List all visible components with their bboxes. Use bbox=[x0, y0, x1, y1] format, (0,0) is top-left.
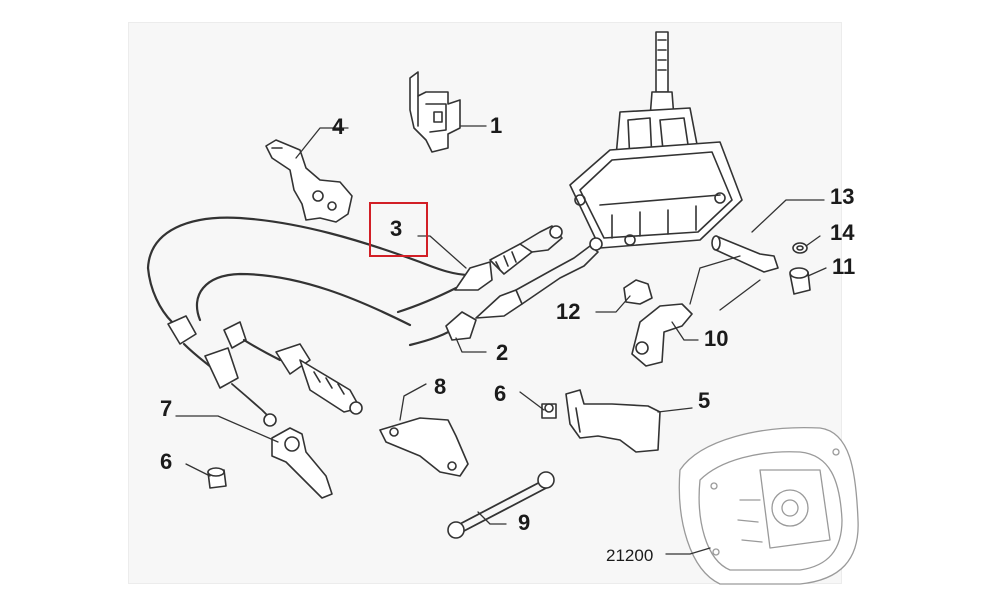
callout-9[interactable]: 9 bbox=[518, 510, 531, 535]
part-8-plate bbox=[379, 417, 469, 477]
callout-leaders bbox=[175, 125, 827, 555]
highlight-box-callout-3 bbox=[369, 202, 428, 257]
part-1-bracket bbox=[409, 71, 461, 153]
callout-6-upper[interactable]: 6 bbox=[494, 381, 507, 406]
part-9-link-rod bbox=[447, 471, 555, 539]
callout-2[interactable]: 2 bbox=[496, 340, 509, 365]
transmission-housing bbox=[678, 426, 859, 585]
part-6-nut-lower bbox=[207, 467, 227, 489]
callout-12[interactable]: 12 bbox=[556, 299, 581, 324]
part-12-clip bbox=[623, 279, 653, 305]
callout-8[interactable]: 8 bbox=[434, 374, 447, 399]
part-10-lever bbox=[631, 303, 693, 367]
callout-10[interactable]: 10 bbox=[704, 326, 729, 351]
callout-14[interactable]: 14 bbox=[830, 220, 855, 245]
callout-3[interactable]: 3 bbox=[390, 216, 403, 241]
gear-shift-assembly bbox=[569, 31, 743, 249]
part-13-pin bbox=[711, 235, 779, 273]
part-5-bracket bbox=[565, 389, 661, 453]
cable-3 bbox=[146, 216, 563, 324]
callout-5[interactable]: 5 bbox=[698, 388, 711, 413]
callout-4[interactable]: 4 bbox=[332, 114, 345, 139]
callout-13[interactable]: 13 bbox=[830, 184, 855, 209]
part-7-lever bbox=[271, 427, 333, 499]
cable-ends bbox=[167, 315, 363, 427]
callout-6-lower[interactable]: 6 bbox=[160, 449, 173, 474]
part-11-bushing bbox=[789, 267, 811, 295]
cable-2 bbox=[195, 237, 603, 347]
reference-21200[interactable]: 21200 bbox=[606, 546, 654, 565]
part-14-washer bbox=[792, 242, 808, 254]
part-4-plate bbox=[265, 139, 353, 223]
callout-1[interactable]: 1 bbox=[490, 113, 503, 138]
part-6-nut-upper bbox=[541, 403, 557, 419]
callout-11[interactable]: 11 bbox=[832, 254, 856, 279]
callout-7[interactable]: 7 bbox=[160, 396, 173, 421]
